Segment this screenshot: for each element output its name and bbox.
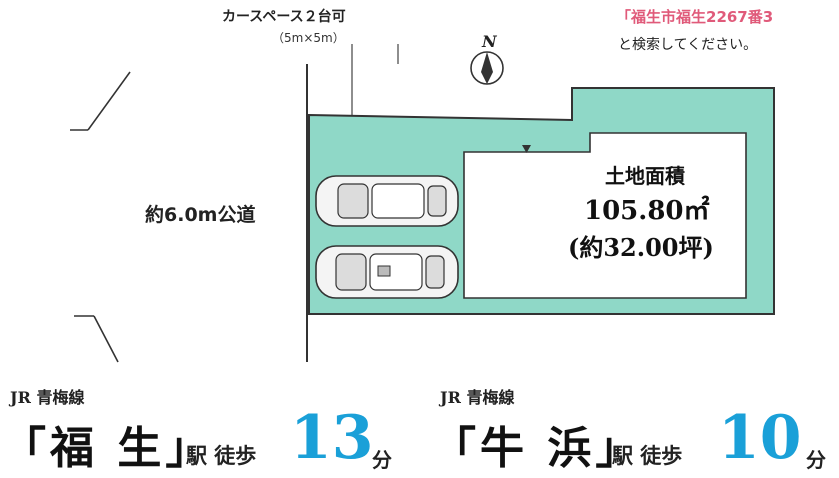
parking-size: （5m×5m） bbox=[272, 31, 345, 45]
car-icon-2 bbox=[315, 245, 459, 299]
land-area-tsubo: (約32.00坪) bbox=[568, 233, 714, 262]
compass-label: N bbox=[482, 32, 497, 51]
parking-title: カースペース２台可 bbox=[222, 9, 346, 25]
car-icon-1 bbox=[315, 175, 459, 227]
access-1-minutes: 13 bbox=[290, 403, 374, 473]
access-2-eki-toho: 駅 徒歩 bbox=[612, 444, 683, 468]
compass-icon bbox=[470, 51, 504, 85]
access-1-eki-toho: 駅 徒歩 bbox=[186, 444, 257, 468]
access-2-station: 「牛 浜」 bbox=[432, 423, 644, 474]
access-1-unit: 分 bbox=[372, 448, 392, 472]
search-address: 「福生市福生2267番3 bbox=[616, 8, 774, 26]
search-instruction: と検索してください。 bbox=[618, 37, 758, 53]
access-2-unit: 分 bbox=[806, 448, 826, 472]
road-corner-line-top bbox=[87, 71, 131, 131]
building-footprint bbox=[463, 132, 747, 299]
entrance-marker bbox=[522, 145, 531, 153]
road-label: 約6.0m公道 bbox=[145, 204, 256, 226]
access-1-line: JR 青梅線 bbox=[10, 388, 85, 407]
land-area-title: 土地面積 bbox=[605, 164, 685, 188]
access-2-minutes: 10 bbox=[718, 403, 802, 473]
access-2-line: JR 青梅線 bbox=[440, 388, 515, 407]
access-1-station: 「福 生」 bbox=[2, 423, 214, 474]
land-area-m2: 105.80㎡ bbox=[584, 196, 710, 226]
